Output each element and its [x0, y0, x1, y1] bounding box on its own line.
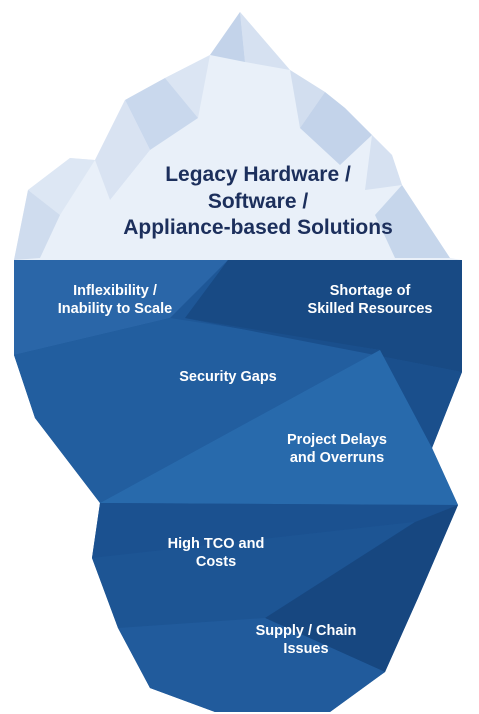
iceberg-tip-facet	[240, 12, 290, 70]
issue-label: Supply / Chain Issues	[236, 623, 376, 658]
issue-label-line: Security Gaps	[179, 369, 277, 385]
iceberg-tip-base	[14, 12, 462, 260]
iceberg-tip-facet	[365, 135, 402, 190]
tip-label-line: Appliance-based Solutions	[123, 216, 393, 240]
issue-label: Security Gaps	[158, 369, 298, 387]
tip-label-line: Legacy Hardware /	[165, 163, 351, 186]
iceberg-underwater-facet	[185, 318, 462, 448]
iceberg-underwater-facet	[92, 503, 458, 558]
iceberg-underwater-facet	[14, 260, 228, 355]
tip-label: Legacy Hardware / Software / Appliance-b…	[100, 162, 416, 242]
iceberg-tip-facet	[290, 70, 325, 128]
iceberg-tip-facet	[300, 92, 372, 165]
iceberg-underwater-facet	[100, 350, 458, 505]
issue-label-line: Inability to Scale	[57, 300, 173, 317]
iceberg-underwater-facet	[185, 260, 462, 372]
issue-label-line: Inflexibility /	[73, 283, 157, 299]
issue-label-line: Issues	[283, 640, 329, 657]
iceberg-underwater-facet	[14, 318, 380, 503]
issue-label-line: High TCO and	[167, 536, 265, 552]
iceberg-tip-facet	[210, 12, 245, 62]
issue-label: Inflexibility / Inability to Scale	[35, 283, 195, 318]
issue-label: High TCO and Costs	[146, 536, 286, 571]
issue-label-line: Supply / Chain	[255, 623, 357, 639]
iceberg-underwater	[14, 260, 462, 712]
iceberg-tip-facet	[14, 190, 60, 260]
issue-label-line: Shortage of	[329, 283, 411, 299]
issue-label-line: Costs	[195, 553, 237, 570]
issue-label-line: Skilled Resources	[307, 300, 433, 317]
iceberg-tip-facet	[375, 185, 450, 258]
iceberg-tip	[14, 12, 462, 260]
issue-label: Shortage of Skilled Resources	[290, 283, 450, 318]
iceberg-underwater-facet	[118, 618, 385, 712]
issue-label-line: and Overruns	[289, 449, 385, 466]
issue-label: Project Delays and Overruns	[262, 432, 412, 467]
iceberg-tip-facet	[28, 158, 95, 215]
issue-label-line: Project Delays	[287, 432, 387, 448]
iceberg-tip-facet	[165, 55, 210, 118]
tip-label-line: Software /	[207, 189, 309, 213]
iceberg-tip-facet	[95, 100, 150, 200]
iceberg-underwater-facet	[265, 505, 458, 672]
iceberg-underwater-facet	[92, 522, 415, 628]
iceberg-tip-facet	[125, 78, 198, 150]
